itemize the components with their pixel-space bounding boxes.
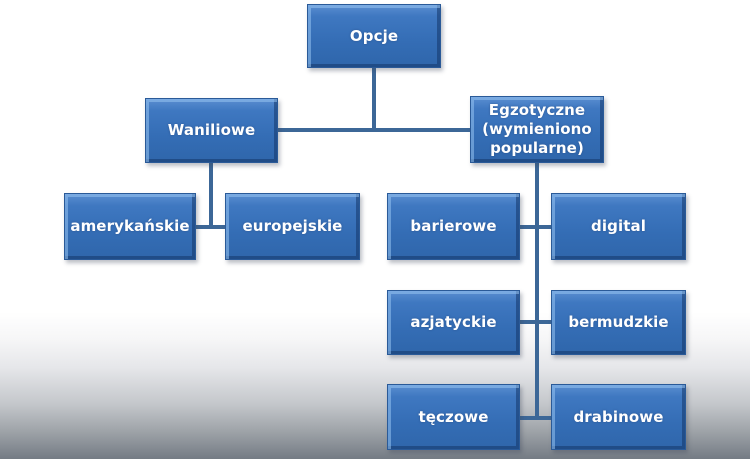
node-barierowe: barierowe xyxy=(387,193,520,260)
connector-waniliowe-vertical xyxy=(209,163,213,229)
node-opcje-label: Opcje xyxy=(349,26,399,45)
connector-root-vertical xyxy=(372,68,376,132)
node-egzotyczne-label-line2: (wymieniono xyxy=(482,120,592,138)
node-europejskie-label: europejskie xyxy=(242,217,343,235)
node-amerykanskie: amerykańskie xyxy=(64,193,196,260)
node-teczowe: tęczowe xyxy=(387,384,520,450)
node-digital: digital xyxy=(551,193,686,260)
node-azjatyckie-label: azjatyckie xyxy=(410,313,497,331)
node-opcje: Opcje xyxy=(307,4,441,68)
node-egzotyczne: Egzotyczne (wymieniono popularne) xyxy=(470,96,604,163)
node-waniliowe-label: Waniliowe xyxy=(167,121,256,139)
node-drabinowe-label: drabinowe xyxy=(573,407,664,426)
node-drabinowe: drabinowe xyxy=(551,384,686,450)
node-amerykanskie-label: amerykańskie xyxy=(70,217,190,235)
node-bermudzkie: bermudzkie xyxy=(551,290,686,355)
connector-egzotyczne-row1-horizontal xyxy=(520,225,551,229)
node-egzotyczne-label-line3: popularne) xyxy=(490,139,584,157)
node-digital-label: digital xyxy=(591,217,646,235)
node-europejskie: europejskie xyxy=(225,193,360,260)
connector-level1-horizontal xyxy=(278,128,470,132)
connector-egzotyczne-vertical xyxy=(535,163,539,420)
node-waniliowe: Waniliowe xyxy=(145,98,278,163)
node-barierowe-label: barierowe xyxy=(410,217,497,235)
connector-waniliowe-children-horizontal xyxy=(196,225,225,229)
node-teczowe-label: tęczowe xyxy=(418,407,489,426)
node-egzotyczne-label-line1: Egzotyczne xyxy=(488,101,586,119)
connector-egzotyczne-row2-horizontal xyxy=(520,320,551,324)
connector-egzotyczne-row3-horizontal xyxy=(520,416,551,420)
node-azjatyckie: azjatyckie xyxy=(387,290,520,355)
node-bermudzkie-label: bermudzkie xyxy=(568,313,669,331)
